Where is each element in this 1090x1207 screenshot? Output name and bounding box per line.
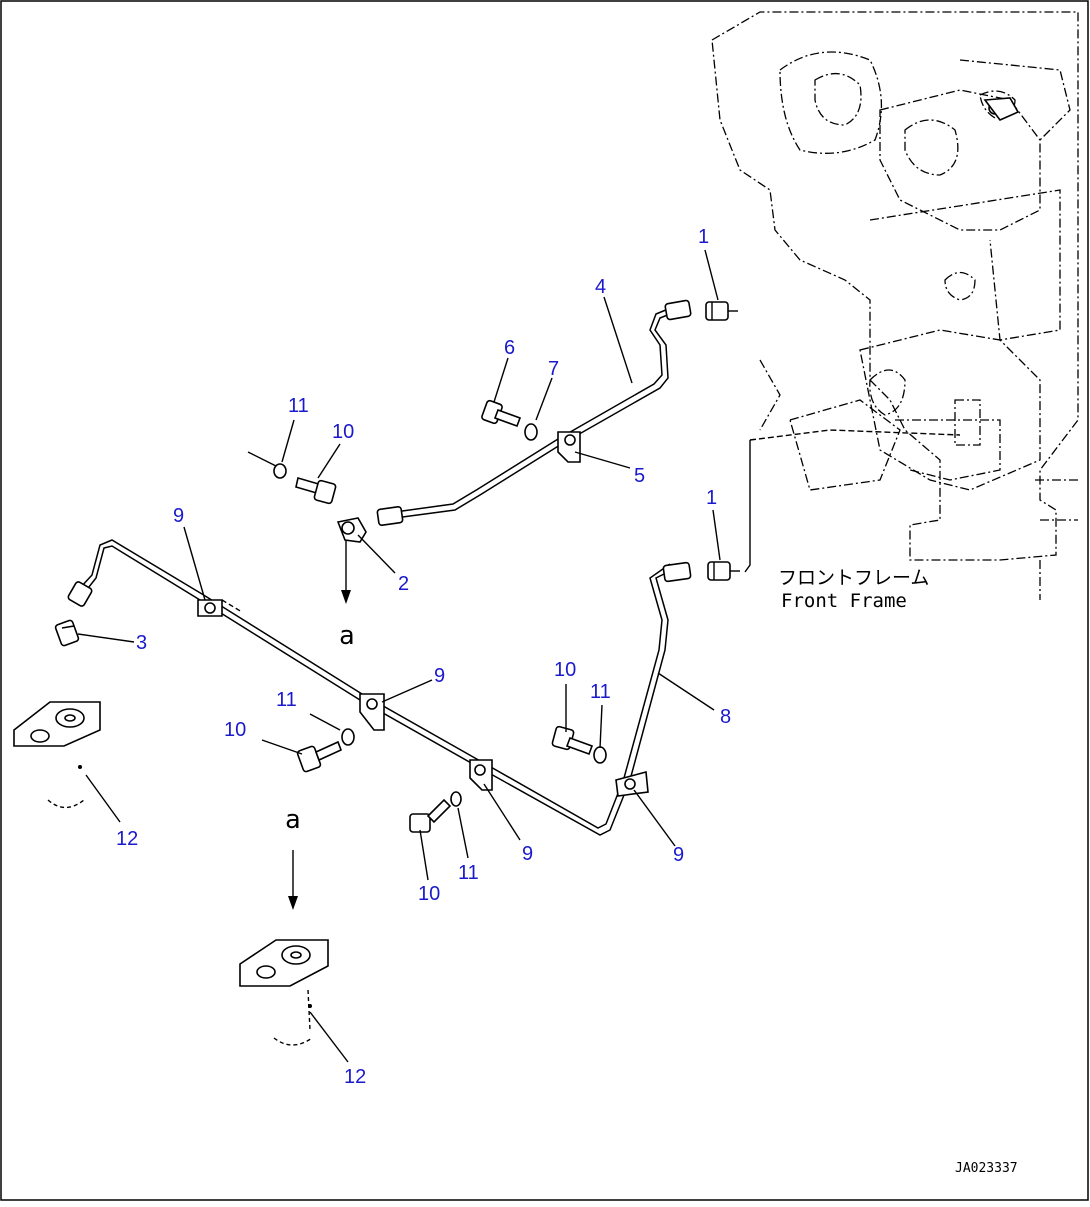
view-marker-a-upper: a [339,621,355,651]
callout-10-a: 10 [332,421,354,443]
washer-11-lower [450,791,462,807]
drawing-number: JA023337 [955,1161,1018,1176]
frame-leader-dashed [749,429,961,441]
washer-11-mid-left [341,728,355,746]
view-arrow-a-lower [288,850,298,910]
leader-line [247,451,277,467]
view-arrow-a-upper [341,540,351,604]
callout-1-upper: 1 [698,226,709,248]
callout-6: 6 [504,337,515,359]
callout-8: 8 [720,706,731,728]
connector-3 [54,619,80,647]
callout-9-c: 9 [522,843,533,865]
bolt-10-mid-right [551,725,594,756]
frame-label-en: Front Frame [781,590,907,612]
washer-11-upper [273,463,287,479]
washer-7 [524,423,538,441]
callout-10-c: 10 [554,659,576,681]
clamp-9-b [359,693,385,731]
callout-2: 2 [398,573,409,595]
clamp-9-c [469,759,493,791]
connector-1-lower [707,561,740,581]
front-frame-outline [711,11,1079,600]
bolt-10-mid-left [296,740,343,773]
callout-7: 7 [548,358,559,380]
clamp-5 [557,431,581,463]
long-pipe [67,539,692,836]
callout-11-c: 11 [590,681,611,703]
callout-10-d: 10 [418,883,440,905]
callout-9-d: 9 [673,844,684,866]
callout-12-a: 12 [116,828,138,850]
clamp-9-d [615,770,649,797]
callout-1-lower: 1 [706,487,717,509]
grease-plate-12-left [13,701,101,809]
callout-12-b: 12 [344,1066,366,1088]
grease-plate-12-right [239,939,329,1046]
callout-10-b: 10 [224,719,246,741]
clamp-9-a [197,599,243,617]
frame-leader [744,440,751,573]
callout-4: 4 [595,276,606,298]
bolt-10-lower [409,798,452,833]
callout-9-a: 9 [173,505,184,527]
callout-11-a: 11 [288,395,309,417]
bolt-10-upper [295,476,337,505]
callout-9-b: 9 [434,665,445,687]
callout-3: 3 [136,632,147,654]
view-marker-a-lower: a [285,805,301,835]
callout-11-d: 11 [458,862,479,884]
leader-lines [77,249,721,1063]
pipe-4 [376,299,692,527]
frame-label-jp: フロントフレーム [778,567,929,589]
callout-11-b: 11 [276,689,297,711]
connector-1-upper [705,301,738,321]
washer-11-mid-right [593,746,607,764]
callout-numbers: 1 1 2 3 4 5 6 7 8 9 9 9 9 10 10 10 10 11… [116,226,731,1088]
callout-5: 5 [634,465,645,487]
bolt-6 [481,399,522,428]
